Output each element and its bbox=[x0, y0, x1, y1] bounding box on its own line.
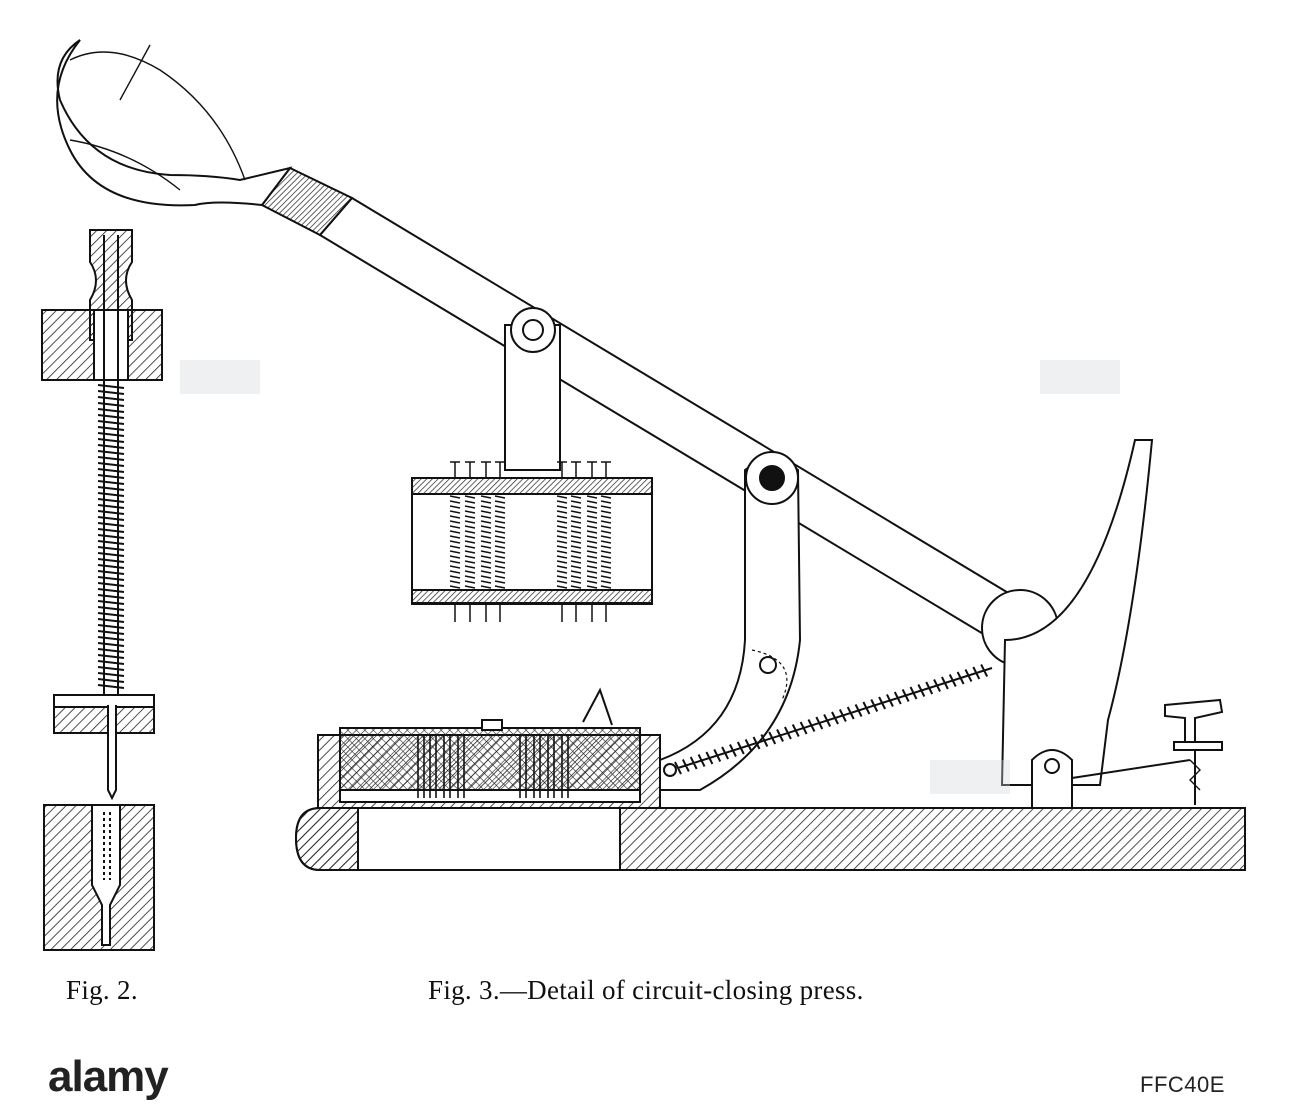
watermark-logo: alamy bbox=[48, 1052, 169, 1101]
fig3-drawing bbox=[56, 39, 1246, 871]
fig3-caption: Fig. 3.—Detail of circuit-closing press. bbox=[428, 975, 864, 1005]
watermark-bar bbox=[0, 1030, 1300, 1120]
watermark-image-id: FFC40E bbox=[1140, 1072, 1225, 1097]
press-illustration bbox=[41, 39, 1246, 951]
watermark-marks bbox=[180, 360, 1120, 794]
plunger-springs bbox=[449, 461, 612, 622]
engraving-figure bbox=[41, 39, 1246, 951]
fig2-caption: Fig. 2. bbox=[66, 975, 138, 1005]
die-pins bbox=[417, 735, 569, 798]
fig2-drawing bbox=[41, 229, 163, 951]
